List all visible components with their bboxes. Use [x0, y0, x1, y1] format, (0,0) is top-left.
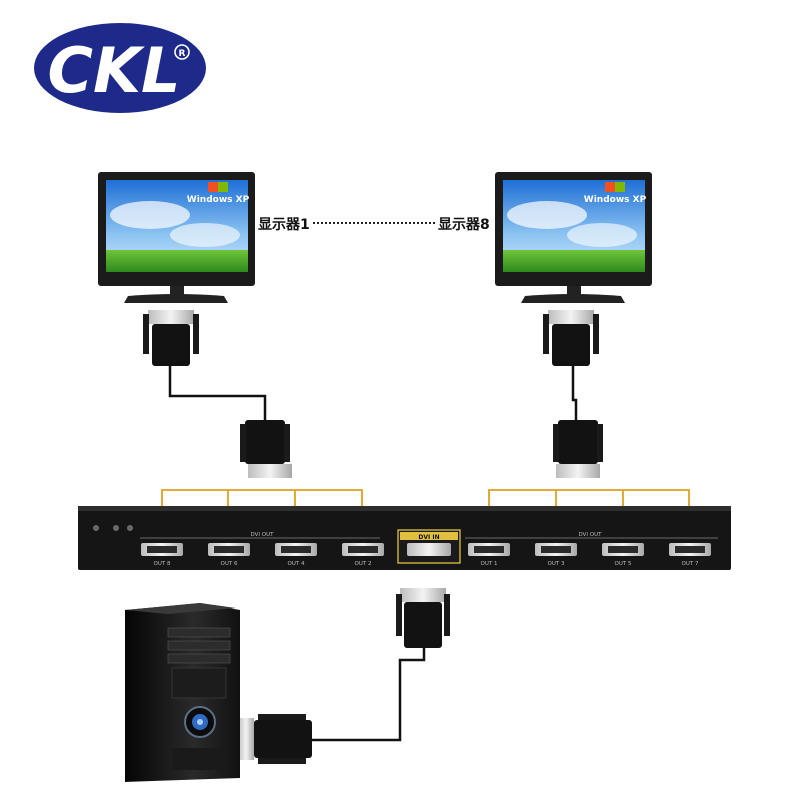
pc-tower: [125, 603, 240, 782]
dvi-plug: [543, 310, 599, 366]
dvi-plug: [553, 420, 603, 478]
dvi-out-port: OUT 8: [141, 543, 183, 567]
monitor-1-label: 显示器1: [258, 217, 310, 233]
dvi-out-label: DVI OUT: [251, 532, 275, 538]
output-bracket-right: [488, 489, 690, 506]
port-label: OUT 2: [355, 561, 372, 567]
dvi-out-port: OUT 6: [208, 543, 250, 567]
status-indicator: [113, 525, 119, 531]
ckl-logo: CKL R: [34, 23, 206, 113]
dvi-out-port: OUT 3: [535, 543, 577, 567]
dvi-plug: [396, 588, 450, 648]
logo-text: CKL: [47, 34, 180, 107]
port-label: OUT 7: [682, 561, 699, 567]
dvi-splitter: DVI OUT DVI OUT DVI IN OUT 8 OUT 6 OUT 4 OU…: [78, 506, 731, 570]
port-label: OUT 8: [154, 561, 171, 567]
monitor-1: Windows XP: [98, 172, 255, 303]
port-label: OUT 5: [615, 561, 632, 567]
output-bracket-left: [161, 489, 363, 506]
cable: [168, 366, 578, 742]
dvi-plug: [143, 310, 199, 366]
dvi-out-port: OUT 7: [669, 543, 711, 567]
monitor-8: Windows XP: [495, 172, 652, 303]
screen-logo-text: Windows XP: [584, 195, 647, 205]
dvi-plug: [238, 714, 312, 764]
dvi-out-label: DVI OUT: [579, 532, 603, 538]
dvi-out-port: OUT 1: [468, 543, 510, 567]
port-label: OUT 1: [481, 561, 498, 567]
dvi-out-port: OUT 5: [602, 543, 644, 567]
power-indicator: [93, 525, 99, 531]
screen-logo-text: Windows XP: [187, 195, 250, 205]
dvi-plug: [240, 420, 292, 478]
dvi-in-port: [407, 543, 451, 556]
port-label: OUT 3: [548, 561, 565, 567]
monitor-8-label: 显示器8: [438, 217, 490, 233]
dvi-out-port: OUT 4: [275, 543, 317, 567]
monitor-range-dotted-line: [313, 222, 435, 224]
status-indicator: [127, 525, 133, 531]
port-label: OUT 6: [221, 561, 238, 567]
registered-mark: R: [179, 49, 186, 59]
dvi-in-label: DVI IN: [418, 534, 439, 541]
dvi-out-port: OUT 2: [342, 543, 384, 567]
port-label: OUT 4: [288, 561, 305, 567]
